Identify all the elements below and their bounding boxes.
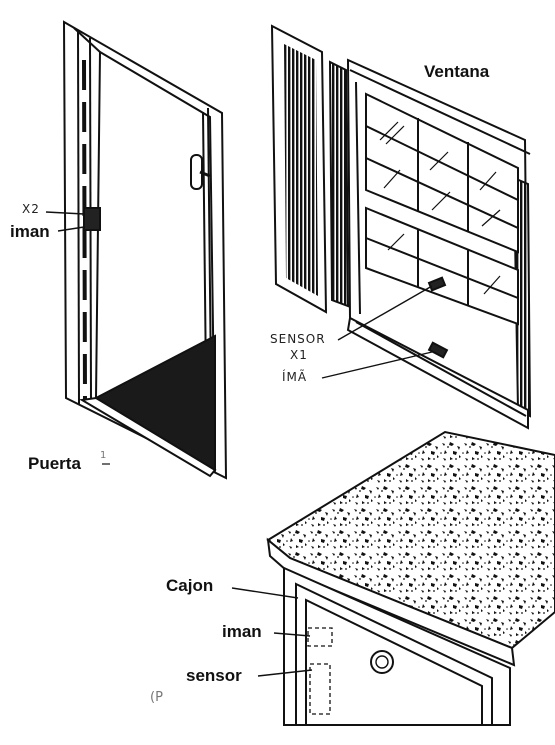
label-fig-ref: (P — [150, 690, 163, 705]
door-threshold — [79, 396, 217, 478]
door-illustration — [62, 20, 228, 480]
label-cajon: Cajon — [166, 576, 214, 595]
label-puerta: Puerta — [28, 454, 81, 473]
leader-iman-drawer — [273, 632, 311, 637]
label-x2: X2 — [22, 202, 40, 216]
label-iman-door: iman — [10, 222, 50, 241]
label-sensor-window: SENSOR — [270, 332, 326, 346]
leader-sensor-drawer — [257, 669, 313, 677]
label-sensor-drawer: sensor — [186, 666, 242, 685]
leader-ima — [321, 351, 433, 379]
label-iman-drawer: iman — [222, 622, 262, 641]
label-x1: X1 — [290, 348, 308, 362]
leader-iman-door — [57, 226, 85, 232]
door-magnet-sensor — [83, 207, 101, 231]
leader-cajon — [231, 587, 299, 599]
drawer-sensor — [309, 663, 331, 715]
window-illustration — [270, 24, 532, 430]
label-ima-window: ÍMÃ — [282, 370, 308, 384]
drawer-knob — [370, 650, 394, 674]
window-lower-sash — [365, 206, 519, 326]
window-shutter-inner — [328, 60, 350, 308]
drawer-inner-panel — [305, 598, 483, 726]
cabinet-illustration — [266, 430, 555, 726]
leader-sensor — [337, 285, 433, 341]
label-ventana: Ventana — [424, 62, 490, 81]
leader-x2 — [45, 211, 85, 215]
label-puerta-mark: 1 — [100, 450, 107, 461]
window-sill — [346, 316, 529, 430]
window-magnet — [427, 341, 449, 359]
